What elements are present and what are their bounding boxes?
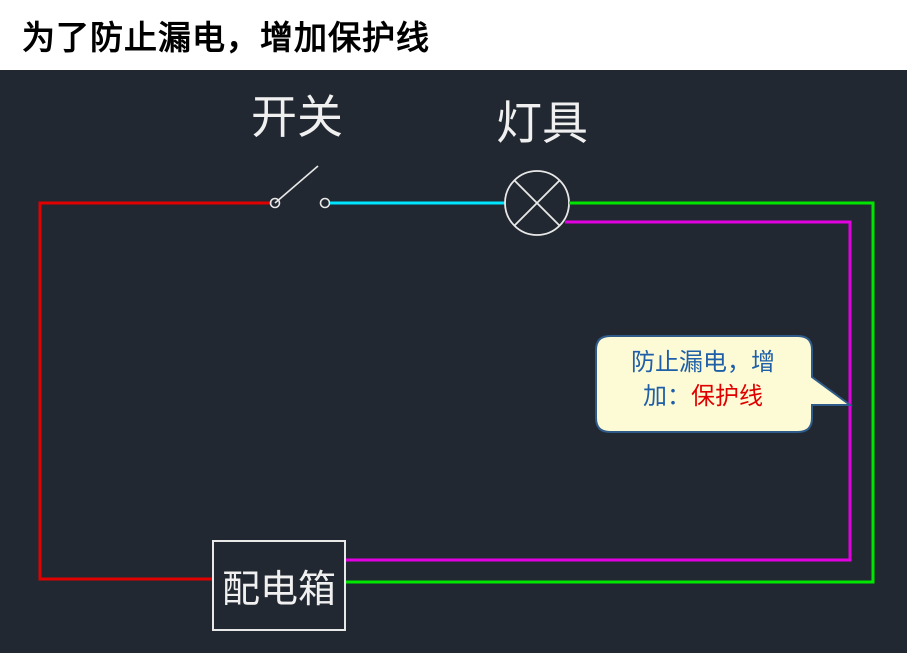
switch-icon	[269, 165, 331, 209]
switch-label: 开关	[251, 90, 343, 144]
page-title: 为了防止漏电，增加保护线	[22, 18, 430, 57]
callout-highlight: 保护线	[691, 382, 763, 410]
lamp-label: 灯具	[496, 96, 588, 150]
live-wire	[38, 201, 272, 581]
neutral-wire	[346, 201, 875, 584]
callout-bubble	[595, 335, 854, 433]
callout-text-part1: 防止漏电，增	[631, 348, 775, 376]
protective-wire	[346, 220, 852, 562]
distribution-box: 配电箱	[212, 540, 346, 631]
lamp-icon	[504, 170, 570, 236]
callout-text-part2: 加：	[643, 382, 691, 410]
distribution-box-label: 配电箱	[221, 567, 336, 611]
callout-text: 防止漏电，增 加：保护线	[603, 345, 803, 413]
